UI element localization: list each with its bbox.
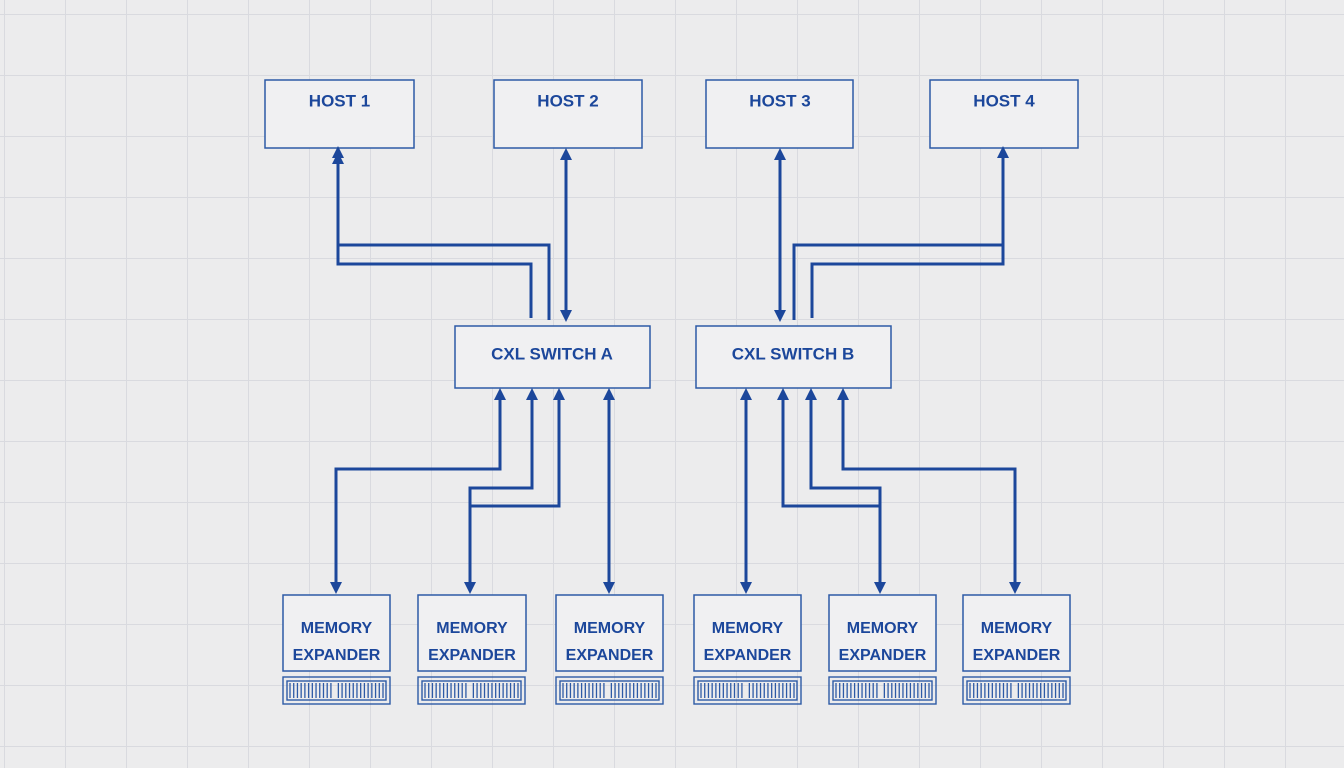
memory-module-1	[282, 676, 391, 705]
memory-expander-3: MEMORY EXPANDER	[555, 594, 664, 705]
memory-module-5	[828, 676, 937, 705]
cxl-switch-a-label: CXL SWITCH A	[491, 344, 613, 363]
memory-expander-1-line1: MEMORY	[301, 620, 373, 637]
memory-module-inner	[286, 680, 387, 701]
link-switch-b-mem-6	[837, 388, 1021, 594]
switch-a-memory-links	[330, 388, 615, 594]
link-switch-b-mem-5b	[805, 388, 886, 594]
link-host4-switch-b	[810, 146, 1009, 318]
memory-module-2	[417, 676, 526, 705]
memory-expander-4-box	[693, 594, 802, 672]
host-1-box	[264, 79, 415, 149]
cxl-switch-b-box	[695, 325, 892, 389]
memory-expander-5-line2: EXPANDER	[839, 647, 927, 664]
host-2-label: HOST 2	[537, 91, 598, 110]
memory-expander-2-line2: EXPANDER	[428, 647, 516, 664]
memory-expander-3-line1: MEMORY	[574, 620, 646, 637]
memory-expander-1-line2: EXPANDER	[293, 647, 381, 664]
host-1-label: HOST 1	[309, 91, 370, 110]
host-4-label: HOST 4	[973, 91, 1035, 110]
host-links	[332, 146, 1009, 322]
memory-expander-4-line1: MEMORY	[712, 620, 784, 637]
cxl-switch-a: CXL SWITCH A	[454, 325, 651, 389]
memory-module-outline	[962, 676, 1071, 705]
cxl-switch-a-box	[454, 325, 651, 389]
memory-module-outline	[828, 676, 937, 705]
host-1: HOST 1	[264, 79, 415, 149]
memory-expander-2-line1: MEMORY	[436, 620, 508, 637]
link-switch-a-mem-1	[330, 388, 506, 594]
memory-expander-2-box	[417, 594, 527, 672]
link-host4-switch-b-return	[792, 243, 1003, 320]
link-host1-switch-a-return	[332, 152, 551, 320]
memory-expander-5-line1: MEMORY	[847, 620, 919, 637]
memory-expander-2: MEMORY EXPANDER	[417, 594, 527, 705]
cxl-switch-b-label: CXL SWITCH B	[732, 344, 854, 363]
memory-expander-6-line1: MEMORY	[981, 620, 1053, 637]
memory-module-inner	[559, 680, 660, 701]
host-4: HOST 4	[929, 79, 1079, 149]
switch-b-memory-links	[740, 388, 1021, 594]
memory-expander-6-box	[962, 594, 1071, 672]
link-host1-switch-a	[332, 146, 533, 318]
memory-expander-4-line2: EXPANDER	[704, 647, 792, 664]
host-3: HOST 3	[705, 79, 854, 149]
memory-expander-3-box	[555, 594, 664, 672]
memory-module-6	[962, 676, 1071, 705]
link-switch-a-mem-2b	[470, 388, 565, 508]
memory-module-outline	[693, 676, 802, 705]
memory-module-outline	[282, 676, 391, 705]
memory-module-outline	[555, 676, 664, 705]
memory-module-inner	[832, 680, 933, 701]
memory-expander-3-line2: EXPANDER	[566, 647, 654, 664]
memory-expander-5-box	[828, 594, 937, 672]
memory-expander-5: MEMORY EXPANDER	[828, 594, 937, 705]
memory-module-inner	[966, 680, 1067, 701]
memory-module-inner	[421, 680, 522, 701]
host-3-label: HOST 3	[749, 91, 810, 110]
memory-expander-6: MEMORY EXPANDER	[962, 594, 1071, 705]
memory-module-inner	[697, 680, 798, 701]
memory-module-outline	[417, 676, 526, 705]
host-2: HOST 2	[493, 79, 643, 149]
memory-module-3	[555, 676, 664, 705]
host-2-box	[493, 79, 643, 149]
host-4-box	[929, 79, 1079, 149]
memory-expander-4: MEMORY EXPANDER	[693, 594, 802, 705]
memory-expander-6-line2: EXPANDER	[973, 647, 1061, 664]
link-switch-a-mem-2	[464, 388, 538, 594]
memory-expander-1: MEMORY EXPANDER	[282, 594, 391, 705]
host-3-box	[705, 79, 854, 149]
cxl-switch-b: CXL SWITCH B	[695, 325, 892, 389]
memory-expander-1-box	[282, 594, 391, 672]
memory-module-4	[693, 676, 802, 705]
